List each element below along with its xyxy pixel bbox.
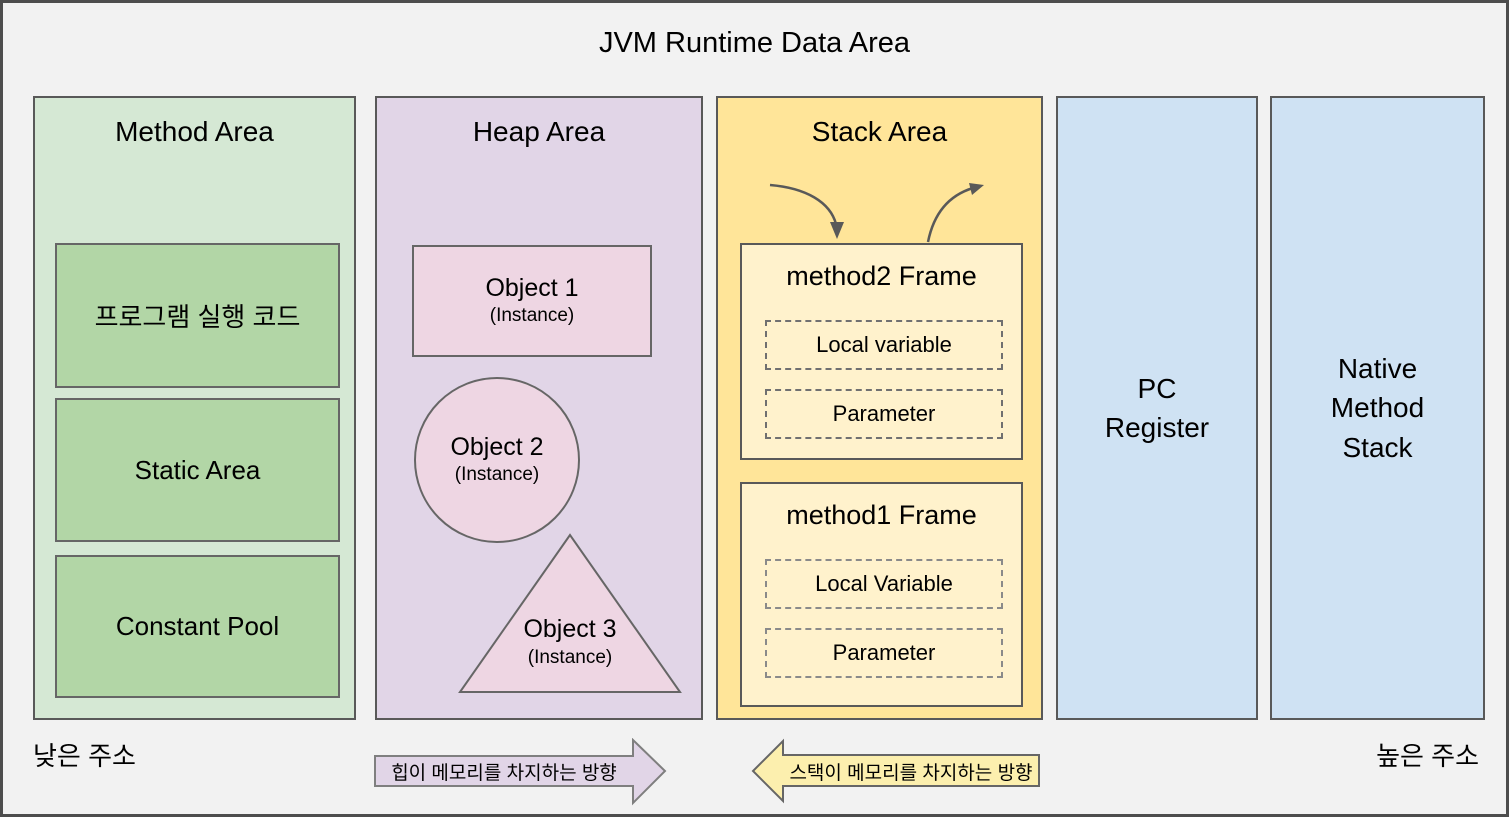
heap-area-title: Heap Area <box>472 116 606 147</box>
object2-circle: Object 2 (Instance) <box>414 377 580 543</box>
method-area-column: Method Area 프로그램 실행 코드 Static Area Const… <box>33 96 356 720</box>
native-method-stack-column: Native Method Stack <box>1270 96 1485 720</box>
object3-label: Object 3 <box>523 615 617 643</box>
method1-parameter-label: Parameter <box>832 640 936 665</box>
method2-parameter-label: Parameter <box>832 401 936 426</box>
method1-local-variable-label: Local Variable <box>815 571 953 596</box>
method2-parameter-slot: Parameter <box>765 389 1003 439</box>
native-method-stack-label-wrap: Native Method Stack <box>1272 98 1483 718</box>
program-code-label: 프로그램 실행 코드 <box>94 302 301 332</box>
heap-area-column: Heap Area Object 1 (Instance) Object 2 (… <box>375 96 703 720</box>
constant-pool-box: Constant Pool <box>55 555 340 698</box>
heap-direction-arrow-icon <box>374 738 667 806</box>
pc-register-column: PC Register <box>1056 96 1258 720</box>
static-area-box: Static Area <box>55 398 340 542</box>
static-area-label: Static Area <box>134 454 261 485</box>
method2-frame: method2 Frame Local variable Parameter <box>740 243 1023 460</box>
object3-triangle <box>458 533 682 693</box>
stack-direction-arrow-icon <box>751 738 1040 804</box>
stack-area-title: Stack Area <box>811 116 948 147</box>
method1-local-variable-slot: Local Variable <box>765 559 1003 609</box>
method1-frame-title: method1 Frame <box>786 500 977 530</box>
heap-direction-label: 힙이 메모리를 차지하는 방향 <box>391 762 617 784</box>
diagram-title: JVM Runtime Data Area <box>598 27 911 59</box>
pc-register-label: PC Register <box>1104 372 1210 443</box>
constant-pool-label: Constant Pool <box>115 611 280 641</box>
object1-label: Object 1 <box>485 274 579 303</box>
low-address-label: 낮은 주소 <box>33 741 136 771</box>
program-code-box: 프로그램 실행 코드 <box>55 243 340 388</box>
method2-frame-title: method2 Frame <box>786 261 977 291</box>
method1-frame: method1 Frame Local Variable Parameter <box>740 482 1023 707</box>
stack-direction-label: 스택이 메모리를 차지하는 방향 <box>789 762 1033 784</box>
object3-sublabel: (Instance) <box>527 647 613 668</box>
method-area-title: Method Area <box>115 116 274 147</box>
native-method-stack-label: Native Method Stack <box>1330 353 1425 463</box>
object1-rectangle: Object 1 (Instance) <box>412 245 652 357</box>
pc-register-label-wrap: PC Register <box>1058 98 1256 718</box>
object2-sublabel: (Instance) <box>454 464 540 486</box>
stack-area-column: Stack Area method2 Frame Local variable … <box>716 96 1043 720</box>
method1-parameter-slot: Parameter <box>765 628 1003 678</box>
method2-local-variable-slot: Local variable <box>765 320 1003 370</box>
method2-local-variable-label: Local variable <box>816 332 952 357</box>
object1-sublabel: (Instance) <box>489 305 575 327</box>
object2-label: Object 2 <box>450 433 544 462</box>
high-address-label: 높은 주소 <box>1376 741 1479 771</box>
